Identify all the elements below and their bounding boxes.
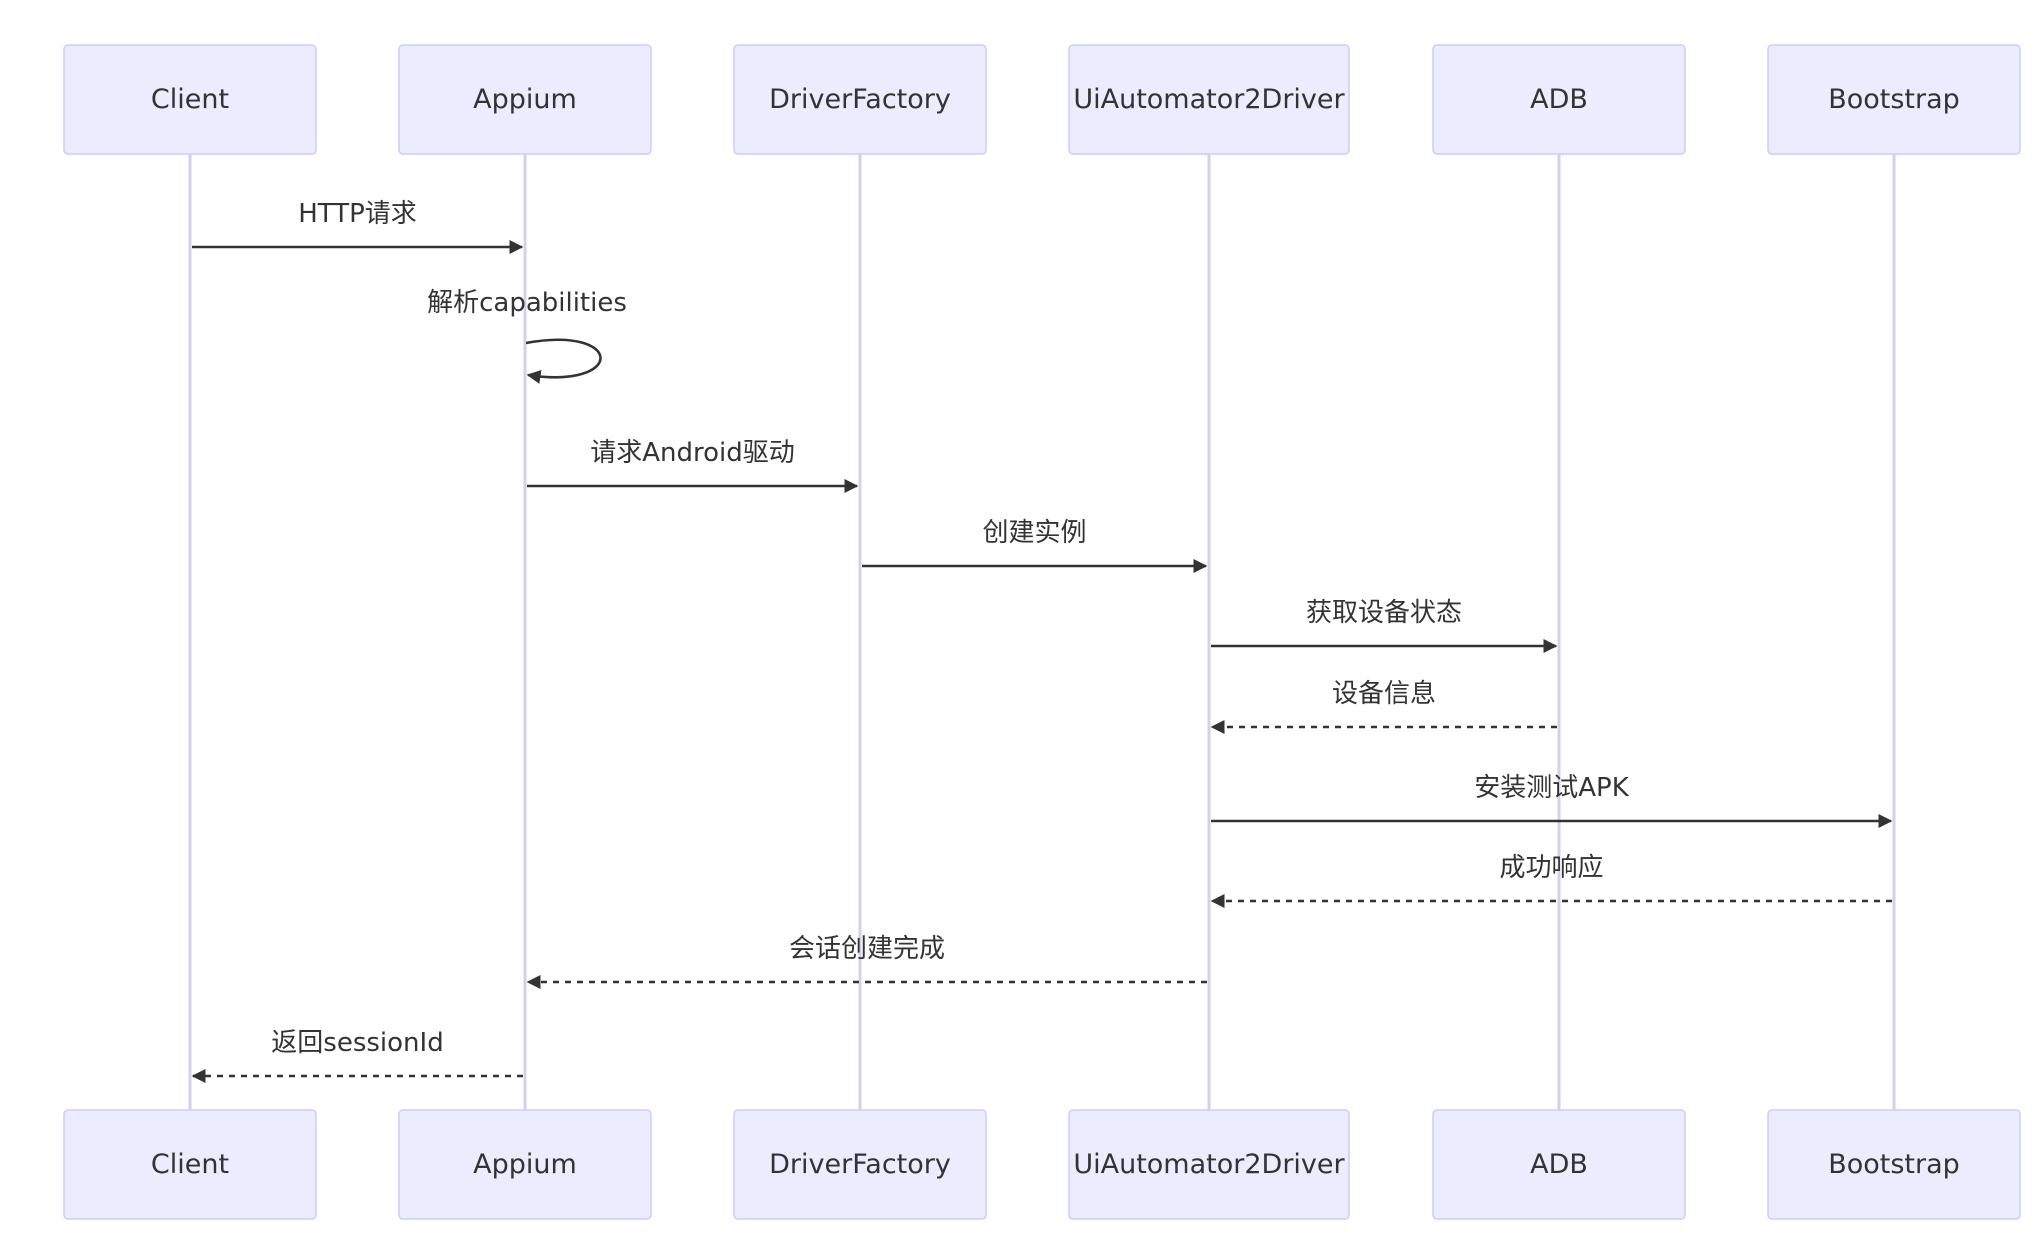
message-label: HTTP请求 bbox=[298, 199, 417, 229]
participant-label: Appium bbox=[473, 1149, 577, 1180]
message-4: 创建实例 bbox=[862, 518, 1208, 573]
message-label: 返回sessionId bbox=[271, 1028, 443, 1058]
participant-label: Bootstrap bbox=[1828, 1149, 1960, 1180]
participant-adb-bottom: ADB bbox=[1432, 1109, 1686, 1220]
participant-box bbox=[63, 44, 317, 155]
participant-box bbox=[733, 1109, 987, 1220]
participant-box bbox=[1068, 44, 1350, 155]
participant-driverfactory-bottom: DriverFactory bbox=[733, 1109, 987, 1220]
participant-label: Bootstrap bbox=[1828, 84, 1960, 115]
participant-box bbox=[733, 44, 987, 155]
message-5: 获取设备状态 bbox=[1211, 598, 1558, 653]
participant-uia2-top: UiAutomator2Driver bbox=[1068, 44, 1350, 155]
message-3: 请求Android驱动 bbox=[527, 438, 859, 493]
message-label: 会话创建完成 bbox=[789, 934, 945, 964]
participant-appium-bottom: Appium bbox=[398, 1109, 652, 1220]
participant-box bbox=[63, 1109, 317, 1220]
participants-bottom: Client Appium DriverFactory UiAutomator2Dri… bbox=[63, 1109, 2021, 1220]
participant-label: Client bbox=[151, 1149, 229, 1180]
self-message-arrow bbox=[525, 338, 602, 384]
participant-label: ADB bbox=[1530, 1149, 1588, 1180]
message-label: 成功响应 bbox=[1499, 853, 1603, 883]
participant-label: Appium bbox=[473, 84, 577, 115]
lifelines bbox=[188, 154, 1896, 1110]
participant-label: DriverFactory bbox=[769, 1149, 951, 1180]
message-7: 安装测试APK bbox=[1211, 773, 1893, 828]
message-label: 获取设备状态 bbox=[1306, 598, 1462, 628]
participant-box bbox=[1432, 1109, 1686, 1220]
participant-box bbox=[398, 1109, 652, 1220]
participants-top: Client Appium DriverFactory UiAutomator2Dri… bbox=[63, 44, 2021, 155]
message-label: 创建实例 bbox=[982, 518, 1086, 548]
message-6: 设备信息 bbox=[1210, 679, 1557, 734]
message-1: HTTP请求 bbox=[192, 199, 524, 254]
participant-bootstrap-bottom: Bootstrap bbox=[1767, 1109, 2021, 1220]
participant-label: Client bbox=[151, 84, 229, 115]
participant-client-bottom: Client bbox=[63, 1109, 317, 1220]
participant-box bbox=[398, 44, 652, 155]
participant-label: DriverFactory bbox=[769, 84, 951, 115]
participant-box bbox=[1767, 1109, 2021, 1220]
message-label: 安装测试APK bbox=[1474, 773, 1629, 803]
participant-client-top: Client bbox=[63, 44, 317, 155]
participant-box bbox=[1068, 1109, 1350, 1220]
participant-box bbox=[1767, 44, 2021, 155]
participant-box bbox=[1432, 44, 1686, 155]
participant-appium-top: Appium bbox=[398, 44, 652, 155]
message-label: 请求Android驱动 bbox=[590, 438, 795, 468]
message-9: 会话创建完成 bbox=[526, 934, 1207, 989]
message-label: 解析capabilities bbox=[427, 288, 627, 318]
participant-driverfactory-top: DriverFactory bbox=[733, 44, 987, 155]
message-label: 设备信息 bbox=[1332, 679, 1436, 709]
participant-bootstrap-top: Bootstrap bbox=[1767, 44, 2021, 155]
participant-label: ADB bbox=[1530, 84, 1588, 115]
participant-label: UiAutomator2Driver bbox=[1073, 1149, 1345, 1180]
participant-uia2-bottom: UiAutomator2Driver bbox=[1068, 1109, 1350, 1220]
participant-label: UiAutomator2Driver bbox=[1073, 84, 1345, 115]
message-8: 成功响应 bbox=[1210, 853, 1892, 908]
message-10: 返回sessionId bbox=[191, 1028, 523, 1083]
participant-adb-top: ADB bbox=[1432, 44, 1686, 155]
message-2: 解析capabilities bbox=[427, 288, 627, 384]
